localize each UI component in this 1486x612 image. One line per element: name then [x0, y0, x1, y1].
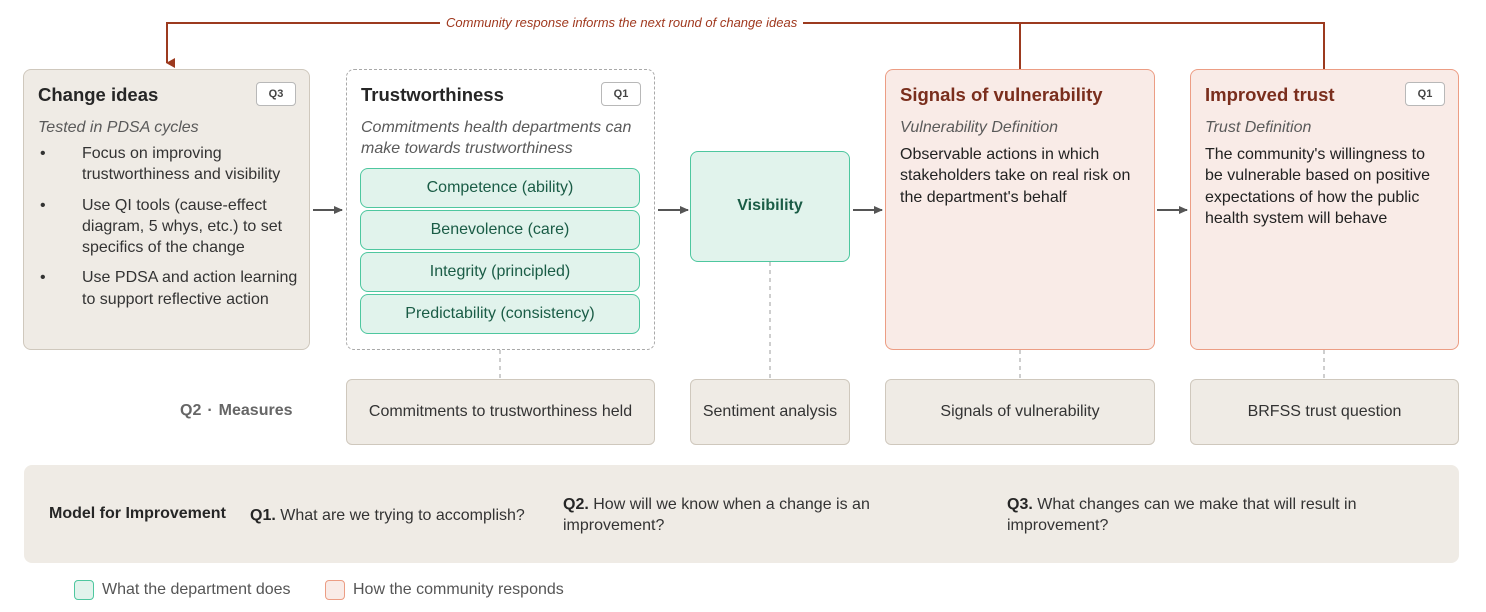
change-ideas-title: Change ideas — [38, 84, 159, 105]
model-for-improvement-panel: Model for Improvement Q1. What are we tr… — [24, 465, 1459, 563]
legend-label: How the community responds — [353, 581, 564, 598]
bullet-line: Focus on improving — [82, 145, 222, 162]
change-ideas-badge: Q3 — [256, 82, 296, 106]
dimension-integrity: Integrity (principled) — [360, 252, 640, 292]
legend-swatch-teal — [74, 580, 94, 600]
improved-trust-card: Improved trust Q1 Trust Definition The c… — [1190, 69, 1459, 350]
model-title: Model for Improvement — [49, 505, 226, 522]
definition-line: the department's behalf — [900, 188, 1067, 206]
vulnerability-definition: Observable actions in which stakeholders… — [900, 144, 1130, 208]
definition-line: stakeholders take on real risk on — [900, 167, 1131, 185]
improved-trust-definition: The community's willingness to be vulner… — [1205, 144, 1430, 229]
measures-row-label: Q2 · Measures — [180, 402, 293, 420]
visibility-label: Visibility — [737, 197, 803, 214]
vulnerability-subtitle: Vulnerability Definition — [900, 119, 1059, 136]
legend-swatch-salmon — [325, 580, 345, 600]
bullet-marker: • — [40, 196, 46, 214]
change-ideas-card: Change ideas Q3 Tested in PDSA cycles • … — [23, 69, 310, 350]
q1-text: What are we trying to accomplish? — [280, 507, 525, 524]
improved-trust-badge: Q1 — [1405, 82, 1445, 106]
trustworthiness-subtitle: Commitments health departments can make … — [361, 117, 631, 159]
q3-text-line: improvement? — [1007, 517, 1109, 535]
measure-brfss: BRFSS trust question — [1190, 379, 1459, 445]
list-item: • Use PDSA and action learning to suppor… — [38, 267, 297, 310]
definition-line: health system will behave — [1205, 209, 1388, 227]
trustworthiness-card: Trustworthiness Q1 Commitments health de… — [346, 69, 655, 350]
bullet-line: to support reflective action — [82, 290, 269, 308]
feedback-loop-label: Community response informs the next roun… — [440, 15, 804, 30]
subtitle-line: make towards trustworthiness — [361, 140, 573, 157]
vulnerability-title: Signals of vulnerability — [900, 84, 1103, 105]
list-item: • Use QI tools (cause-effect diagram, 5 … — [38, 195, 297, 259]
trustworthiness-title: Trustworthiness — [361, 84, 504, 105]
q2-label: Q2. — [563, 496, 589, 513]
definition-line: expectations of how the public — [1205, 188, 1420, 206]
q2-text-line: improvement? — [563, 517, 665, 535]
bullet-line: specifics of the change — [82, 239, 245, 257]
subtitle-line: Commitments health departments can — [361, 119, 632, 136]
dimension-predictability: Predictability (consistency) — [360, 294, 640, 334]
q1-label: Q1. — [250, 507, 276, 524]
bullet-line: Use PDSA and action learning — [82, 269, 298, 287]
q3-text-line: What changes can we make that will resul… — [1037, 496, 1357, 513]
measures-separator: · — [207, 402, 213, 419]
list-item: • Focus on improving trustworthiness and… — [38, 143, 297, 186]
definition-line: be vulnerable based on positive — [1205, 167, 1431, 185]
model-q2: Q2. How will we know when a change is an… — [563, 494, 870, 537]
q3-label: Q3. — [1007, 496, 1033, 513]
model-q1: Q1. What are we trying to accomplish? — [250, 505, 525, 526]
model-q3: Q3. What changes can we make that will r… — [1007, 494, 1357, 537]
bullet-line: Use QI tools (cause-effect — [82, 196, 267, 214]
q2-text-line: How will we know when a change is an — [593, 496, 870, 513]
measures-q-label: Q2 — [180, 402, 202, 419]
measures-label: Measures — [218, 402, 293, 419]
measure-sentiment: Sentiment analysis — [690, 379, 850, 445]
change-ideas-list: • Focus on improving trustworthiness and… — [38, 143, 297, 319]
bullet-marker: • — [40, 145, 46, 162]
visibility-card: Visibility — [690, 151, 850, 262]
definition-line: The community's willingness to — [1205, 146, 1426, 163]
dimension-competence: Competence (ability) — [360, 168, 640, 208]
definition-line: Observable actions in which — [900, 146, 1100, 163]
trustworthiness-badge: Q1 — [601, 82, 641, 106]
bullet-line: trustworthiness and visibility — [82, 166, 281, 184]
change-ideas-subtitle: Tested in PDSA cycles — [38, 119, 199, 136]
measure-vulnerability: Signals of vulnerability — [885, 379, 1155, 445]
dimension-benevolence: Benevolence (care) — [360, 210, 640, 250]
bullet-marker: • — [40, 269, 46, 287]
vulnerability-card: Signals of vulnerability Vulnerability D… — [885, 69, 1155, 350]
measure-commitments: Commitments to trustworthiness held — [346, 379, 655, 445]
bullet-line: diagram, 5 whys, etc.) to set — [82, 217, 283, 235]
improved-trust-title: Improved trust — [1205, 84, 1335, 105]
improved-trust-subtitle: Trust Definition — [1205, 119, 1312, 136]
legend-label: What the department does — [102, 581, 291, 598]
